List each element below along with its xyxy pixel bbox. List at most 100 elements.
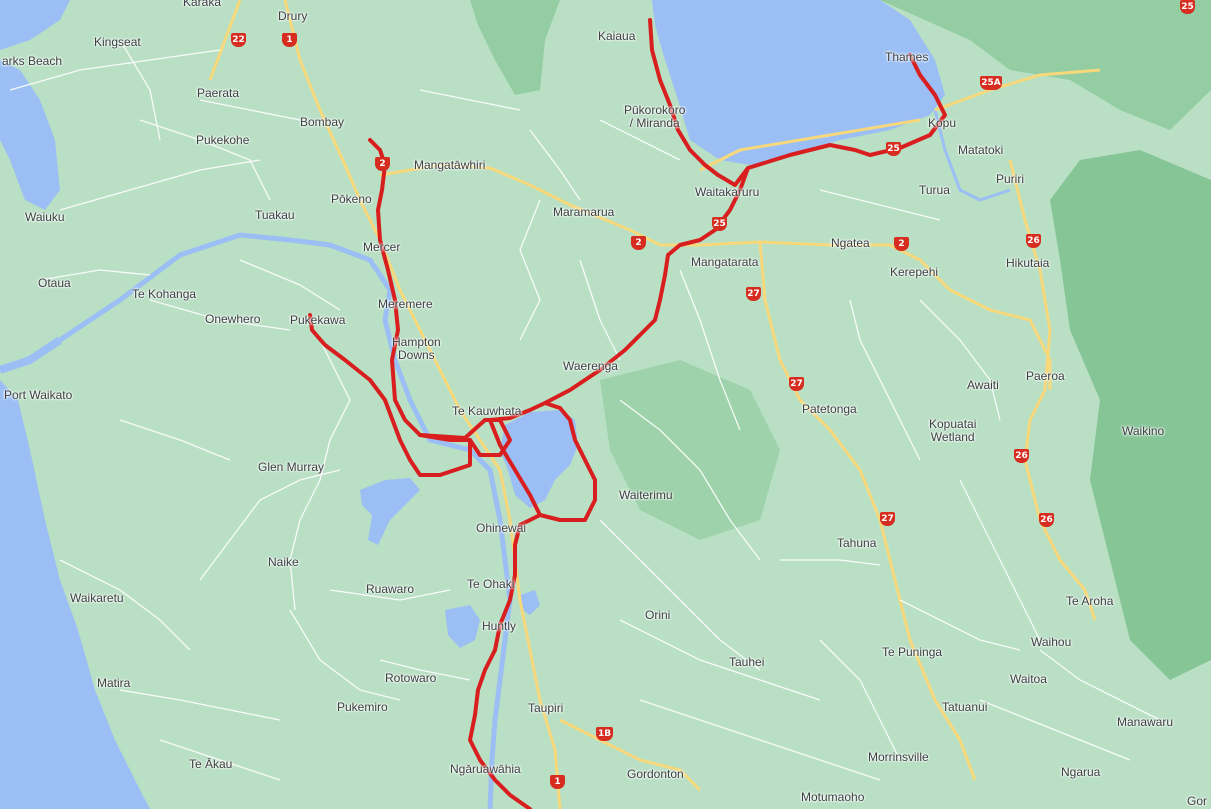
highway-network [208,0,1101,809]
place-label[interactable]: Puriri [996,172,1025,186]
lake-hakanoa [520,590,540,615]
highway-shield-icon: 2 [894,237,909,251]
place-label[interactable]: Te Ākau [189,757,233,771]
highway-shield-icon: 2 [631,236,646,250]
place-label[interactable]: Mangatarata [691,255,759,269]
place-label[interactable]: Te Ohaki [467,577,515,591]
place-label[interactable]: Pukekohe [196,133,250,147]
place-label[interactable]: Bombay [300,115,345,129]
place-label[interactable]: Mercer [363,240,401,254]
place-label[interactable]: Kingseat [94,35,141,49]
highway-shield-icon: 26 [1039,513,1054,527]
place-label[interactable]: Waerenga [563,359,618,373]
highway-shield-icon: 2 [375,157,390,171]
place-label[interactable]: Ruawaro [366,582,415,596]
place-label[interactable]: Pukemiro [337,700,388,714]
place-label[interactable]: arks Beach [2,54,63,68]
route-segment-te-kauwhata [418,418,512,457]
place-label[interactable]: Waikaretu [70,591,124,605]
place-label[interactable]: Ngatea [831,236,870,250]
place-label[interactable]: Kaiaua [598,29,636,43]
lake-whangape [360,478,420,545]
place-label[interactable]: Rotowaro [385,671,437,685]
place-label[interactable]: Turua [919,183,950,197]
place-label[interactable]: Mangatāwhiri [414,158,486,172]
harbour-inlet [0,60,60,210]
place-label[interactable]: Waitoa [1010,672,1047,686]
place-label[interactable]: Ngāruawāhia [450,762,521,776]
place-label[interactable]: Ohinewai [476,521,527,535]
place-label[interactable]: Awaiti [967,378,999,392]
highway-shield-icon: 26 [1026,234,1041,248]
forest-area [600,360,780,540]
place-label[interactable]: Kerepehi [890,265,939,279]
route-segment-ohinewai-huntly [468,513,542,809]
place-label[interactable]: Maramarua [553,205,615,219]
minor-road-network [9,39,1161,781]
place-label[interactable]: Otaua [38,276,71,290]
place-label[interactable]: Gordonton [627,767,684,781]
place-label[interactable]: Glen Murray [258,460,325,474]
place-label[interactable]: Ngarua [1061,765,1101,779]
place-label[interactable]: Motumaoho [801,790,865,804]
place-label[interactable]: Waitakaruru [695,185,760,199]
waihou-river [933,109,1011,202]
sea-west [0,380,150,809]
waikato-river [58,232,513,809]
manukau-harbour [0,0,70,50]
place-label[interactable]: Te Puninga [882,645,943,659]
forest-area [470,0,560,95]
place-label[interactable]: Orini [645,608,671,622]
place-label[interactable]: Taupiri [528,701,564,715]
highway-shield-icon: 25 [712,217,727,231]
place-label[interactable]: Patetonga [802,402,857,416]
place-label[interactable]: Morrinsville [868,750,929,764]
highway-shield-icon: 25 [1180,0,1195,14]
place-label[interactable]: Tuakau [255,208,295,222]
place-label[interactable]: Hikutaia [1006,256,1050,270]
place-label[interactable]: Tauhei [729,655,765,669]
place-label[interactable]: Tahuna [837,536,877,550]
place-label[interactable]: Naike [268,555,299,569]
forest-area [880,0,1211,130]
place-label[interactable]: Kopuatai Wetland [929,417,977,444]
highway-shield-icon: 1 [282,33,297,47]
highway-shield-icon: 25A [980,76,1002,90]
place-label[interactable]: Drury [278,9,308,23]
waikato-river-mouth [0,336,63,374]
place-label[interactable]: Matira [97,676,131,690]
forest-area [1050,150,1211,680]
place-label[interactable]: Karaka [183,0,222,9]
place-label[interactable]: Hampton Downs [392,335,441,362]
place-label[interactable]: Pūkorokoro / Miranda [624,103,686,130]
place-label[interactable]: Waiuku [25,210,65,224]
place-label[interactable]: Te Aroha [1066,594,1114,608]
lake-waahi [445,605,480,648]
place-label[interactable]: Waihou [1031,635,1072,649]
highway-shield-icon: 25 [886,142,901,156]
place-label[interactable]: Pōkeno [331,192,372,206]
place-label[interactable]: Waikino [1122,424,1165,438]
place-label[interactable]: Meremere [378,297,433,311]
place-label[interactable]: Onewhero [205,312,261,326]
place-label[interactable]: Te Kauwhata [452,404,522,418]
highway-shield-icon: 26 [1014,449,1029,463]
place-label[interactable]: Gor [1187,794,1208,808]
highway-shield-icon: 1B [596,727,613,741]
place-label[interactable]: Waiterimu [619,488,673,502]
place-label[interactable]: Tatuanui [942,700,988,714]
place-label[interactable]: Thames [885,50,929,64]
place-label[interactable]: Pukekawa [290,313,346,327]
place-label[interactable]: Port Waikato [4,388,73,402]
place-label[interactable]: Kopu [928,116,957,130]
lake-waikare [500,410,578,508]
place-label[interactable]: Paerata [197,86,240,100]
route-segment-lake-loop [488,401,597,522]
place-label[interactable]: Matatoki [958,143,1004,157]
place-label[interactable]: Huntly [482,619,517,633]
place-label[interactable]: Te Kohanga [132,287,197,301]
place-label[interactable]: Manawaru [1117,715,1174,729]
place-label[interactable]: Paeroa [1026,369,1065,383]
